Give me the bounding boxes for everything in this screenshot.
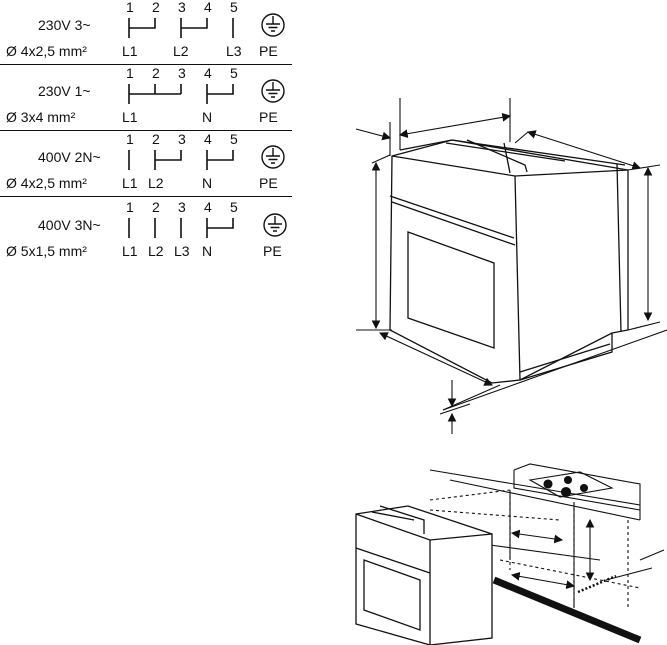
terminal-number: 2 <box>152 0 160 15</box>
oven-dimensions-drawing <box>355 98 667 434</box>
cable-spec: Ø 4x2,5 mm² <box>6 43 87 59</box>
conductor-label: N <box>202 175 213 191</box>
wiring-row-230v-1phase: 230V 1~ Ø 3x4 mm² 1 2 3 4 5 L1 N PE <box>0 66 292 130</box>
conductor-label: L2 <box>148 243 164 259</box>
worktop-and-hob <box>429 463 641 521</box>
conductor-label: PE <box>259 175 278 191</box>
ground-symbol-icon <box>261 145 285 169</box>
conductor-label: L3 <box>226 43 242 59</box>
jumper-wiring <box>128 218 234 238</box>
jumper-wiring <box>128 150 234 170</box>
terminal-number: 5 <box>230 0 238 15</box>
niche-walls <box>489 492 601 608</box>
conductor-label: L2 <box>148 175 164 191</box>
jumper-wiring <box>128 84 234 104</box>
terminal-number: 3 <box>178 0 186 15</box>
cable-spec: Ø 3x4 mm² <box>6 109 76 125</box>
terminal-number: 1 <box>126 199 134 215</box>
terminal-number: 5 <box>230 131 238 147</box>
dimension-lines <box>355 98 667 434</box>
terminal-number: 4 <box>204 199 212 215</box>
built-in-installation-drawing <box>355 463 665 645</box>
terminal-number: 2 <box>152 199 160 215</box>
conductor-label: L1 <box>122 43 138 59</box>
row-divider <box>0 196 292 197</box>
row-divider <box>0 130 292 131</box>
wiring-row-230v-3phase: 230V 3~ Ø 4x2,5 mm² 1 2 3 4 5 L1 L2 L3 P… <box>0 0 292 64</box>
niche-dimensions <box>510 518 665 589</box>
voltage-label: 230V 3~ <box>38 17 91 33</box>
terminal-number: 2 <box>152 131 160 147</box>
conductor-label: L1 <box>122 175 138 191</box>
jumper-wiring <box>128 18 234 38</box>
voltage-label: 400V 3N~ <box>38 217 101 233</box>
voltage-label: 400V 2N~ <box>38 149 101 165</box>
conductor-label: PE <box>259 43 278 59</box>
terminal-number: 1 <box>126 65 134 81</box>
terminal-number: 1 <box>126 0 134 15</box>
conductor-label: N <box>202 109 213 125</box>
wiring-row-400v-2n: 400V 2N~ Ø 4x2,5 mm² 1 2 3 4 5 L1 L2 N P… <box>0 132 292 196</box>
terminal-number: 4 <box>204 131 212 147</box>
wiring-row-400v-3n: 400V 3N~ Ø 5x1,5 mm² 1 2 3 4 5 L1 L2 L3 … <box>0 200 292 264</box>
terminal-number: 3 <box>178 65 186 81</box>
conductor-label: L2 <box>173 43 189 59</box>
conductor-label: PE <box>263 243 282 259</box>
cable-spec: Ø 4x2,5 mm² <box>6 175 87 191</box>
built-in-oven <box>355 505 493 645</box>
wiring-table: 230V 3~ Ø 4x2,5 mm² 1 2 3 4 5 L1 L2 L3 P… <box>0 0 300 270</box>
ground-symbol-icon <box>261 13 285 37</box>
terminal-number: 4 <box>204 65 212 81</box>
terminal-number: 3 <box>178 199 186 215</box>
ground-symbol-icon <box>263 213 287 237</box>
floor-plinth <box>492 576 642 644</box>
conductor-label: L1 <box>122 243 138 259</box>
oven-body <box>389 139 629 384</box>
row-divider <box>0 64 292 65</box>
terminal-number: 2 <box>152 65 160 81</box>
terminal-number: 4 <box>204 0 212 15</box>
terminal-number: 5 <box>230 199 238 215</box>
terminal-number: 5 <box>230 65 238 81</box>
ground-symbol-icon <box>261 79 285 103</box>
conductor-label: N <box>202 243 213 259</box>
terminal-number: 3 <box>178 131 186 147</box>
conductor-label: L3 <box>174 243 190 259</box>
connection-cable <box>577 574 617 594</box>
cable-spec: Ø 5x1,5 mm² <box>6 243 87 259</box>
terminal-number: 1 <box>126 131 134 147</box>
voltage-label: 230V 1~ <box>38 83 91 99</box>
conductor-label: PE <box>259 109 278 125</box>
conductor-label: L1 <box>122 109 138 125</box>
